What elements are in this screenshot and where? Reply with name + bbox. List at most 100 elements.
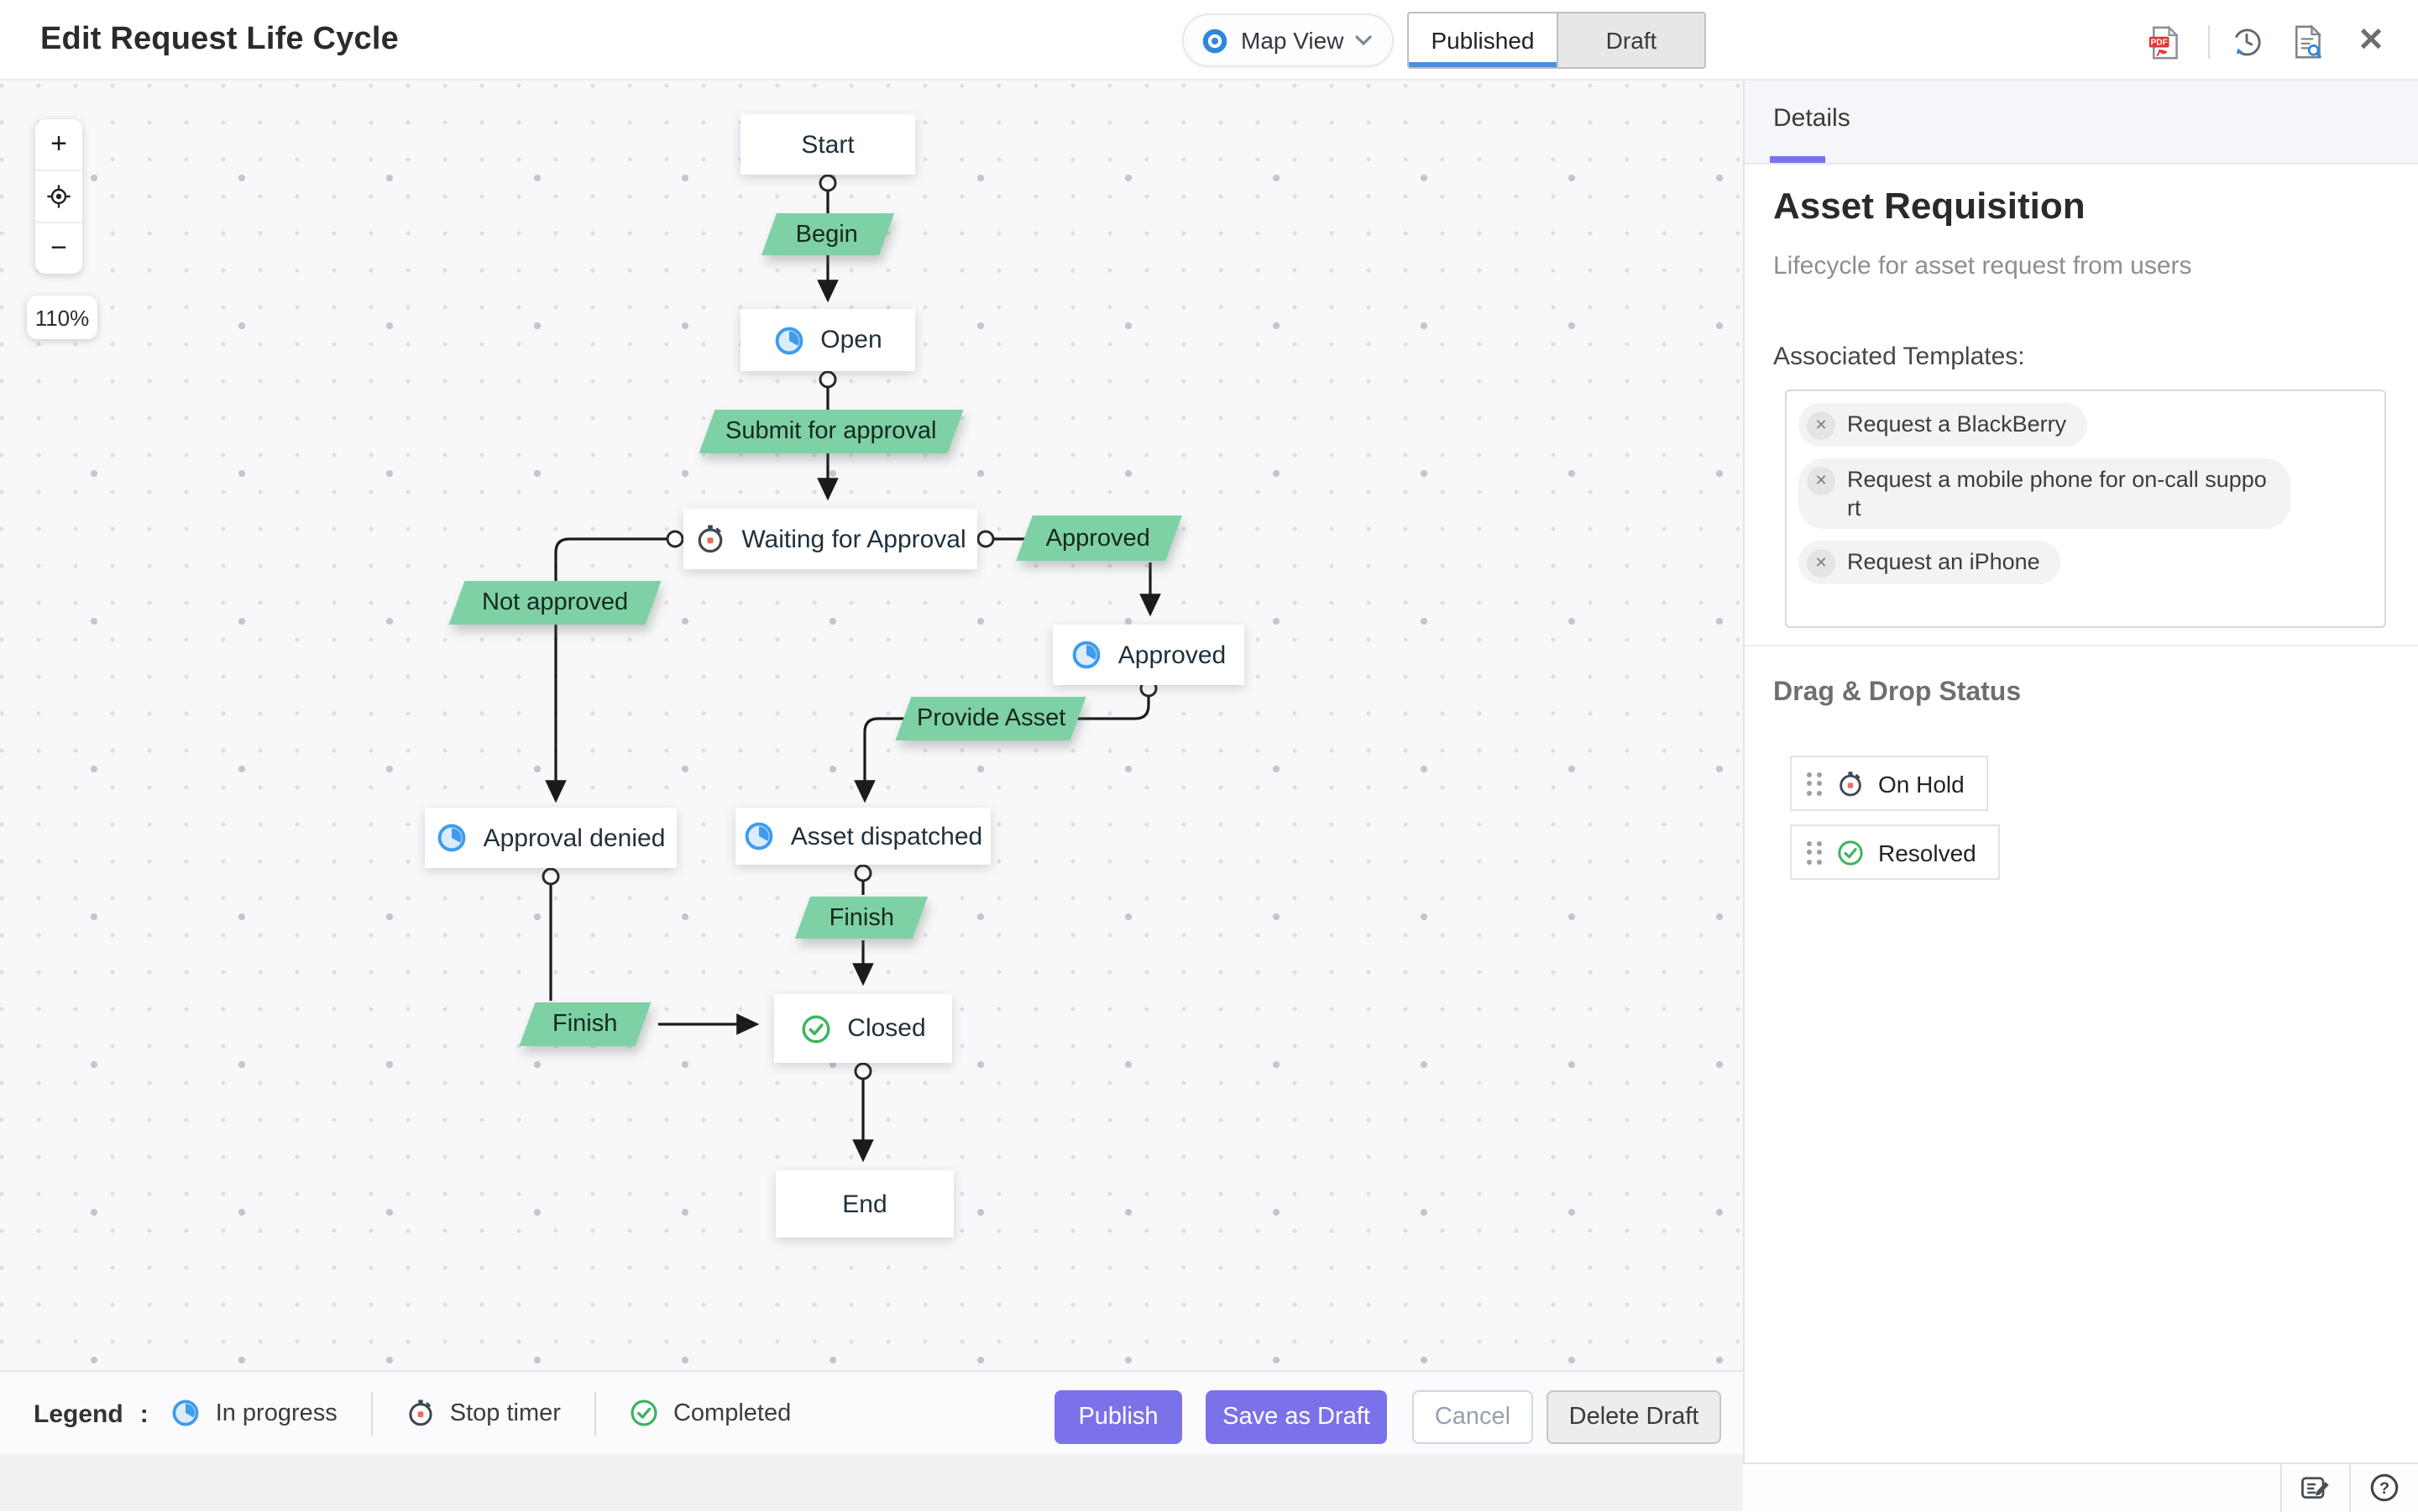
node-label: Provide Asset [916,705,1065,732]
drag-status-label: Resolved [1878,839,1976,866]
associated-templates-box[interactable]: ✕ Request a BlackBerry ✕ Request a mobil… [1785,390,2386,628]
feedback-icon[interactable] [2282,1463,2349,1512]
question-glyph: ? [2379,1479,2389,1498]
node-label: Submit for approval [725,418,937,445]
header-divider [2208,25,2210,59]
drag-status-on-hold[interactable]: On Hold [1790,756,1988,811]
node-label: Finish [552,1011,618,1038]
cancel-button[interactable]: Cancel [1412,1390,1533,1444]
terminal-node-start[interactable]: Start [741,114,915,175]
pdf-label: PDF [2150,38,2167,47]
status-node-waiting-for-approval[interactable]: Waiting for Approval [683,509,977,569]
template-chip: ✕ Request a BlackBerry [1798,403,2087,447]
node-label: Closed [847,1014,926,1043]
divider [594,1392,596,1436]
node-label: Approved [1117,641,1227,669]
drag-status-label: On Hold [1878,770,1965,797]
node-label: Begin [796,221,860,248]
divider [2280,1463,2282,1512]
node-label: Finish [829,904,894,931]
lifecycle-description: Lifecycle for asset request from users [1773,252,2192,280]
canvas-zoom-controls: + − [35,119,82,274]
transition-node-finish-center[interactable]: Finish [794,897,929,939]
stop-timer-icon [694,524,725,554]
header-bar: Edit Request Life Cycle Map View Publish… [0,0,2418,81]
tab-published[interactable]: Published [1409,13,1557,67]
tab-details[interactable]: Details [1773,104,1850,133]
drag-drop-status-label: Drag & Drop Status [1773,678,2022,707]
transition-node-provide-asset[interactable]: Provide Asset [895,697,1086,740]
node-label: Not approved [481,589,629,616]
transition-node-approved[interactable]: Approved [1016,515,1182,561]
node-label: Asset dispatched [790,822,983,850]
template-chip: ✕ Request an iPhone [1798,541,2060,584]
legend-item-completed: Completed [630,1399,791,1429]
tab-draft[interactable]: Draft [1557,13,1704,67]
template-chip: ✕ Request a mobile phone for on-call sup… [1798,458,2290,529]
lifecycle-canvas[interactable]: Start Begin Open Submit for approval Wai… [0,81,1743,1370]
transition-node-begin[interactable]: Begin [761,213,895,255]
remove-icon[interactable]: ✕ [1807,411,1835,440]
publish-button[interactable]: Publish [1055,1390,1182,1444]
legend-item-label: Completed [673,1400,792,1427]
node-label: End [842,1190,887,1218]
publish-mode-tabs: Published Draft [1407,12,1706,69]
remove-icon[interactable]: ✕ [1807,549,1835,578]
in-progress-icon [773,325,803,355]
export-pdf-icon[interactable]: PDF [2148,24,2181,59]
completed-icon [630,1399,660,1429]
template-chip-label: Request an iPhone [1847,549,2040,574]
help-icon[interactable]: ? [2351,1463,2418,1512]
in-progress-icon [437,823,467,853]
bottom-strip [0,1454,1743,1511]
stop-timer-icon [1836,770,1863,797]
transition-node-finish-left[interactable]: Finish [519,1002,652,1046]
map-view-dropdown[interactable]: Map View [1182,13,1395,67]
legend-item-stop-timer: Stop timer [406,1399,561,1429]
divider [35,222,82,223]
panel-tab-strip: Details [1745,81,2418,165]
status-node-asset-dispatched[interactable]: Asset dispatched [735,808,991,865]
stop-timer-icon [406,1399,437,1429]
node-label: Approved [1046,525,1152,552]
divider [1745,645,2418,646]
delete-draft-button[interactable]: Delete Draft [1547,1390,1721,1444]
map-view-label: Map View [1241,27,1344,54]
terminal-node-end[interactable]: End [776,1170,954,1237]
edge [1075,695,1150,720]
fit-to-center-button[interactable] [35,171,82,222]
status-node-open[interactable]: Open [741,309,915,371]
drag-handle-icon [1807,772,1821,795]
divider [370,1392,373,1436]
template-chip-label: Request a mobile phone for on-call suppo… [1847,467,2267,521]
edge [545,537,667,803]
zoom-in-button[interactable]: + [50,128,67,160]
save-as-draft-button[interactable]: Save as Draft [1206,1390,1387,1444]
drag-status-resolved[interactable]: Resolved [1790,824,2000,880]
divider [35,170,82,171]
in-progress-icon [1071,640,1102,670]
node-label: Waiting for Approval [741,525,966,553]
edge [854,717,912,803]
zoom-out-button[interactable]: − [50,232,67,264]
status-node-approval-denied[interactable]: Approval denied [425,808,677,868]
in-progress-icon [172,1399,202,1429]
lifecycle-name: Asset Requisition [1773,185,2086,227]
close-icon[interactable]: ✕ [2358,23,2384,58]
node-label: Open [820,326,882,354]
details-panel: Details Asset Requisition Lifecycle for … [1743,81,2418,1511]
status-node-closed[interactable]: Closed [774,994,952,1063]
zoom-percent-readout: 110% [27,296,97,339]
crosshair-icon [47,185,71,208]
drag-handle-icon [1807,840,1821,864]
transition-node-not-approved[interactable]: Not approved [448,581,662,625]
transition-node-submit-for-approval[interactable]: Submit for approval [699,410,964,453]
remove-icon[interactable]: ✕ [1807,467,1835,495]
history-icon[interactable] [2230,25,2264,59]
template-chip-label: Request a BlackBerry [1847,411,2067,437]
chevron-down-icon [1355,35,1373,45]
status-node-approved[interactable]: Approved [1053,625,1244,685]
audit-document-icon[interactable] [2290,24,2324,59]
legend-item-label: In progress [215,1400,338,1427]
